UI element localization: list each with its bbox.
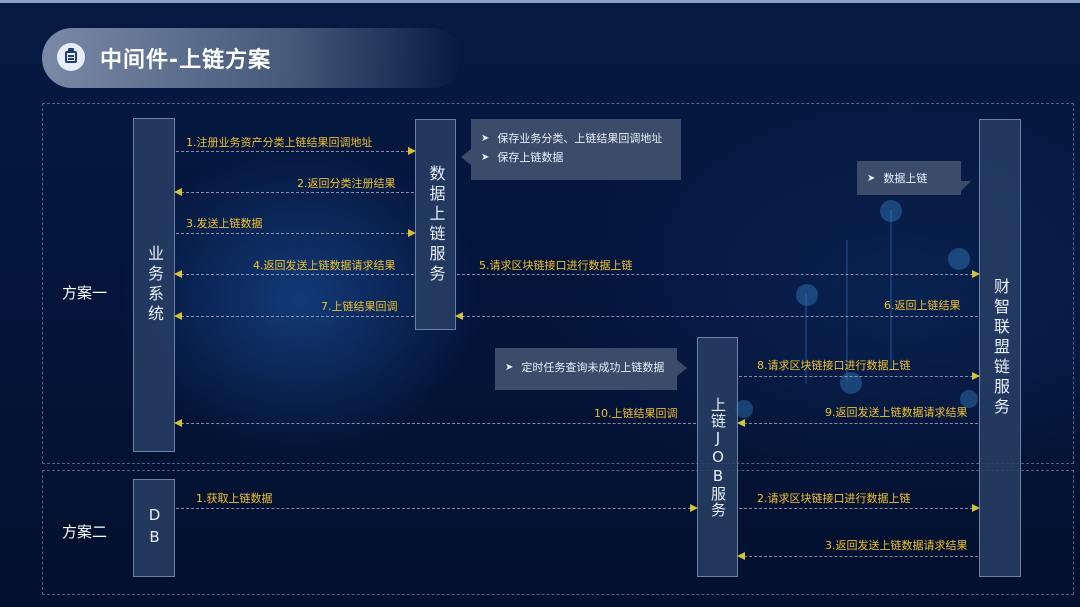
message-label: 7.上链结果回调 [321,300,398,313]
decorative-line [846,240,848,380]
note-job-service: ➤定时任务查询未成功上链数据 [495,348,687,390]
chevron-right-icon: ➤ [481,132,490,144]
message-arrow [176,504,698,512]
message-label: 1.注册业务资产分类上链结果回调地址 [186,136,373,149]
clipboard-icon [57,43,85,71]
message-arrow [737,419,978,427]
message-label: 1.获取上链数据 [196,492,273,505]
message-label: 2.请求区块链接口进行数据上链 [757,492,911,505]
message-arrow [455,312,978,320]
actor-label: 数据上链服务 [426,164,446,285]
decorative-line [805,294,807,384]
message-label: 4.返回发送上链数据请求结果 [253,259,396,272]
actor-job-service: 上链JOB服务 [697,337,738,577]
message-label: 2.返回分类注册结果 [297,177,396,190]
top-border [0,0,1080,3]
chevron-right-icon: ➤ [867,172,876,184]
actor-data-chain-service: 数据上链服务 [415,119,456,330]
plan1-label: 方案一 [62,284,108,302]
message-arrow [174,270,414,278]
message-label: 5.请求区块链接口进行数据上链 [479,259,633,272]
chevron-right-icon: ➤ [505,361,514,373]
plan2-frame [42,470,1074,595]
message-arrow [176,147,416,155]
title-banner [42,28,462,88]
message-label: 3.发送上链数据 [186,217,263,230]
actor-business-system: 业务系统 [133,118,175,452]
message-arrow [174,312,414,320]
actor-label: DB [145,506,164,550]
plan2-label: 方案二 [62,523,108,541]
plan1-frame [42,103,1074,464]
actor-label: 财智联盟链服务 [991,278,1010,418]
message-arrow [174,419,696,427]
decorative-line [890,210,892,370]
message-arrow [737,552,978,560]
message-arrow [457,270,980,278]
message-label: 10.上链结果回调 [594,407,678,420]
message-arrow [739,372,980,380]
message-arrow [176,229,416,237]
actor-chain-service: 财智联盟链服务 [979,119,1021,577]
message-arrow [174,188,414,196]
page-title: 中间件-上链方案 [100,48,272,73]
message-label: 6.返回上链结果 [884,299,961,312]
actor-label: 上链JOB服务 [709,396,727,518]
actor-label: 业务系统 [145,245,164,325]
message-label: 9.返回发送上链数据请求结果 [825,406,968,419]
note-data-service: ➤保存业务分类、上链结果回调地址 ➤保存上链数据 [461,119,681,180]
note-chain-service: ➤数据上链 [857,161,971,195]
message-label: 8.请求区块链接口进行数据上链 [757,359,911,372]
actor-db: DB [133,479,175,577]
chevron-right-icon: ➤ [481,151,490,163]
message-label: 3.返回发送上链数据请求结果 [825,539,968,552]
message-arrow [739,504,980,512]
